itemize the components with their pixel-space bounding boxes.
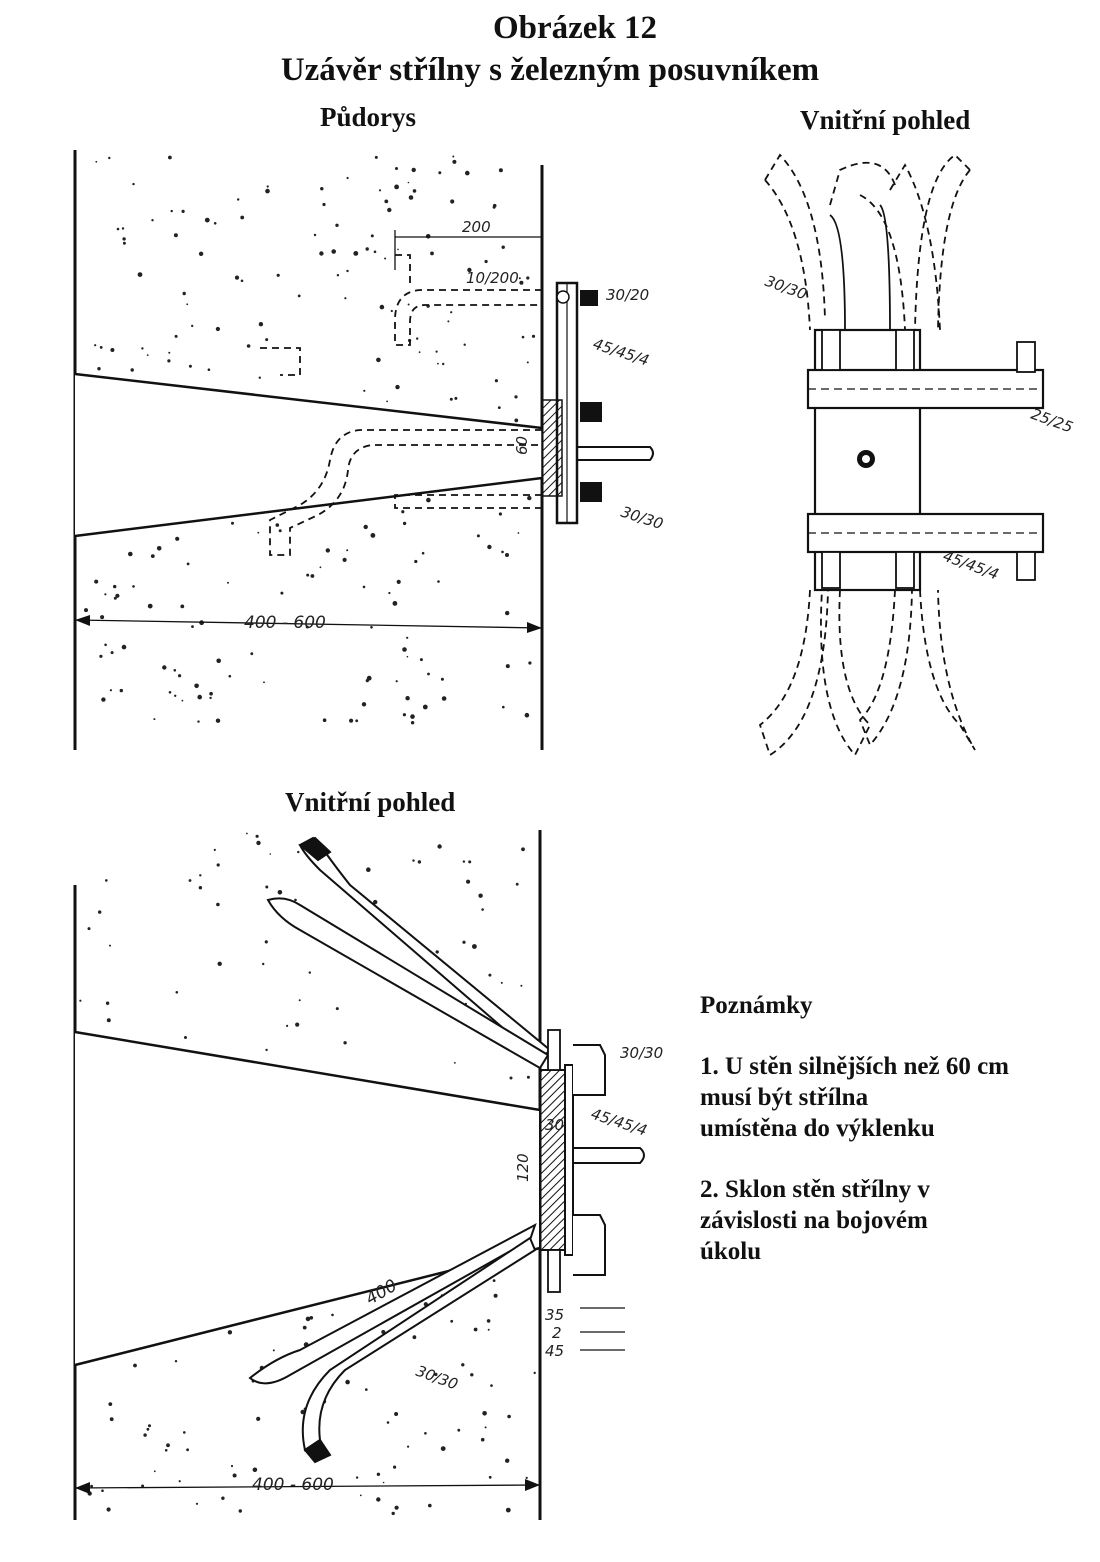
plan-dim-45-45: 45/45/4 xyxy=(591,335,652,370)
bottom-bolt-top xyxy=(547,1029,561,1071)
inner-top-curved-bars xyxy=(758,153,976,757)
inner-top-bolts xyxy=(821,329,1036,589)
notes-block: Poznámky 1. U stěn silnějších než 60 cm … xyxy=(700,990,1095,1297)
plan-dim-200: 200 xyxy=(462,218,491,236)
bottom-dim-35: 35 xyxy=(545,1306,564,1324)
plan-dim-30-20: 30/20 xyxy=(606,286,649,304)
plan-dim-60: 60 xyxy=(513,436,531,455)
plan-bolt-mid xyxy=(580,402,602,422)
plan-dim-width: 400 - 600 xyxy=(244,613,326,633)
inner-view-bottom-label: Vnitřní pohled xyxy=(285,787,456,817)
plan-embrasure-opening xyxy=(75,374,542,536)
plan-bolt-top xyxy=(580,290,598,306)
figure-subtitle: Uzávěr střílny s železným posuvníkem xyxy=(280,52,820,88)
inner-top-dim-30-30: 30/30 xyxy=(763,272,810,304)
inner-top-dim-25-25: 25/25 xyxy=(1029,405,1076,437)
bottom-dim-2: 2 xyxy=(552,1324,562,1342)
plan-dim-30-30: 30/30 xyxy=(619,503,666,533)
plan-view: 200 10/200 30/20 45/45/4 60 30/30 400 - … xyxy=(73,150,666,750)
plan-dim-line-width xyxy=(74,619,543,629)
plan-shutter-hatched xyxy=(541,399,563,497)
inner-view-bottom: 30/30 45/45/4 120 30 400 30/30 35 2 45 4… xyxy=(73,830,663,1520)
concrete-texture-plan xyxy=(84,155,536,725)
bottom-dim-120: 120 xyxy=(514,1153,532,1182)
inner-view-top-label: Vnitřní pohled xyxy=(800,105,971,135)
note-item-1: 1. U stěn silnějších než 60 cm musí být … xyxy=(700,1053,1009,1142)
plan-embrasure-edge-bottom xyxy=(74,476,543,538)
plan-dim-10-200: 10/200 xyxy=(466,269,519,287)
bottom-slider-plate xyxy=(539,1069,566,1251)
note-item-2: 2. Sklon stěn střílny v závislosti na bo… xyxy=(700,1176,930,1265)
figure-title: Obrázek 12 xyxy=(492,10,658,46)
inner-view-top: 30/30 25/25 45/45/4 xyxy=(758,153,1076,757)
bottom-dim-45-45: 45/45/4 xyxy=(589,1105,650,1140)
plan-anchor-hooks xyxy=(260,254,542,556)
bottom-dim-30: 30 xyxy=(545,1116,564,1134)
bottom-bolt-bottom xyxy=(547,1249,561,1293)
bottom-slider-handle xyxy=(573,1147,645,1164)
bottom-dim-width: 400 - 600 xyxy=(252,1475,334,1495)
bottom-dim-30-30-low: 30/30 xyxy=(414,1362,461,1394)
plan-bolt-bottom xyxy=(580,482,602,502)
plan-slider-handle xyxy=(577,446,654,461)
bottom-dim-30-30: 30/30 xyxy=(620,1044,663,1062)
bottom-dim-45: 45 xyxy=(545,1342,564,1360)
notes-title: Poznámky xyxy=(700,992,813,1019)
plan-view-label: Půdorys xyxy=(320,102,417,132)
plan-embrasure-edge-top xyxy=(74,372,543,430)
bottom-embrasure-opening xyxy=(75,1032,540,1365)
bottom-dim-line-width xyxy=(74,1484,541,1489)
bottom-anchor-rods xyxy=(248,836,552,1464)
